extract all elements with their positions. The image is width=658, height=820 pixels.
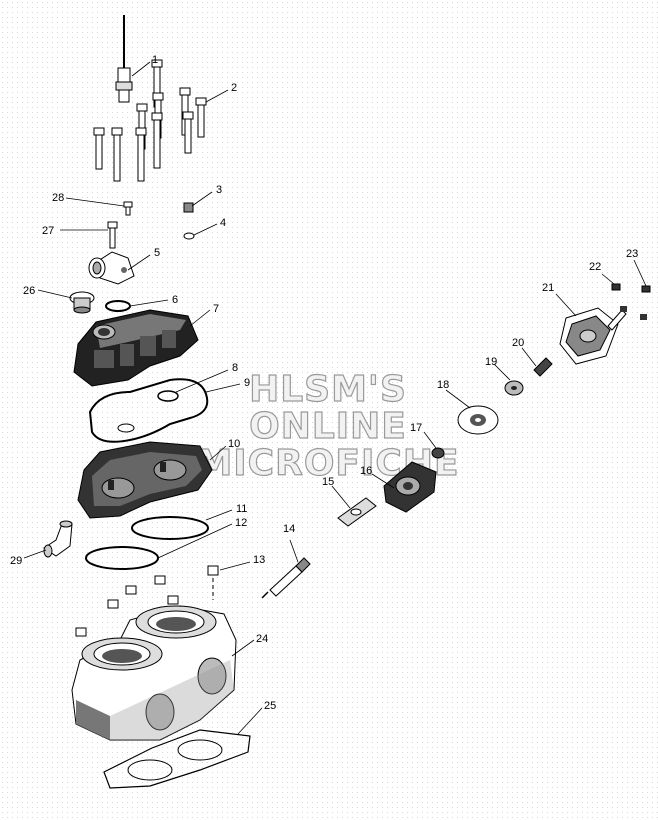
part-10-cylinder-head <box>77 441 213 519</box>
callout-28: 28 <box>52 192 64 204</box>
callout-27: 27 <box>42 225 54 237</box>
part-2-head-bolts <box>93 59 207 182</box>
watermark-line-2: ONLINE <box>249 406 407 447</box>
cylinder-studs <box>75 575 179 637</box>
part-20-screw <box>533 357 553 377</box>
callout-18: 18 <box>437 379 449 391</box>
part-15-gasket <box>337 497 377 527</box>
callout-20: 20 <box>512 337 524 349</box>
callout-9: 9 <box>244 377 250 389</box>
leader-lines <box>23 61 647 735</box>
part-16-pump-housing <box>383 461 437 513</box>
part-23-bolt <box>641 285 651 293</box>
callout-17: 17 <box>410 422 422 434</box>
part-7-head-cover <box>73 309 199 387</box>
callout-6: 6 <box>172 294 178 306</box>
part-8-o-ring <box>157 390 179 402</box>
part-25-base-gasket <box>103 729 251 789</box>
part-27-bolt <box>107 221 118 249</box>
part-5-thermostat-housing <box>88 251 135 285</box>
part-21-pump-cover <box>559 307 619 365</box>
watermark-line-1: HLSM'S <box>249 369 407 410</box>
callout-22: 22 <box>589 261 601 273</box>
callout-16: 16 <box>360 465 372 477</box>
part-17-seal <box>431 447 445 459</box>
callout-15: 15 <box>322 476 334 488</box>
callout-21: 21 <box>542 282 554 294</box>
callout-25: 25 <box>264 700 276 712</box>
part-11-combustion-ring <box>131 516 209 540</box>
callout-12: 12 <box>235 517 247 529</box>
part-29-water-elbow <box>43 520 73 558</box>
part-6-o-ring <box>105 300 131 312</box>
callout-numbers: 1 2 3 4 5 6 7 8 9 10 11 12 13 14 15 16 1… <box>10 54 638 712</box>
part-13-nut <box>207 565 219 576</box>
part-19-nut <box>504 380 524 396</box>
part-1-temp-sender <box>115 15 133 103</box>
part-18-impeller <box>457 405 499 435</box>
callout-7: 7 <box>213 303 219 315</box>
part-14-spark-plug <box>261 557 311 599</box>
callout-29: 29 <box>10 555 22 567</box>
callout-1: 1 <box>152 54 158 66</box>
part-12-combustion-ring <box>85 546 159 570</box>
part-9-head-gasket <box>88 378 209 443</box>
callout-2: 2 <box>231 82 237 94</box>
part-3-nut <box>183 202 194 213</box>
callout-23: 23 <box>626 248 638 260</box>
callout-14: 14 <box>283 523 295 535</box>
part-26-thermostat <box>69 291 95 314</box>
callout-11: 11 <box>236 503 247 515</box>
callout-26: 26 <box>23 285 35 297</box>
part-22-screw <box>611 283 621 291</box>
part-4-washer <box>183 232 195 240</box>
callout-13: 13 <box>253 554 265 566</box>
callout-3: 3 <box>216 184 222 196</box>
callout-10: 10 <box>228 438 240 450</box>
callout-19: 19 <box>485 356 497 368</box>
callout-4: 4 <box>220 217 226 229</box>
cover-bolts <box>607 306 647 331</box>
part-24-cylinder-block <box>71 605 237 741</box>
callout-24: 24 <box>256 633 268 645</box>
callout-8: 8 <box>232 362 238 374</box>
part-28-screw <box>123 201 133 216</box>
callout-5: 5 <box>154 247 160 259</box>
